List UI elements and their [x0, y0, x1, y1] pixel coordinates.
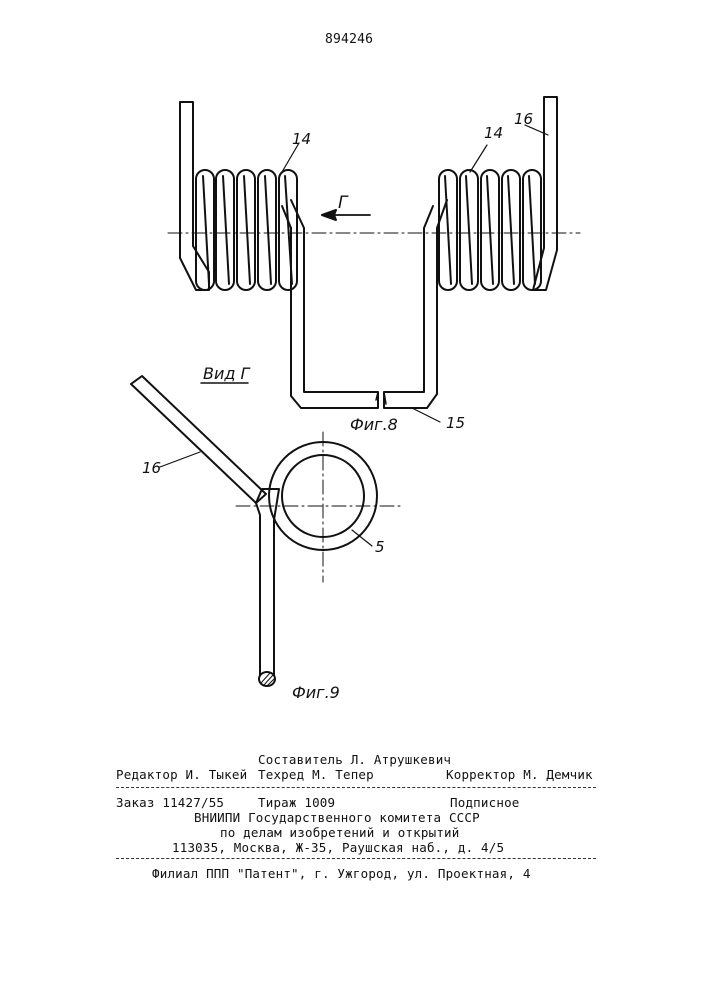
imprint-editor: Редактор И. Тыкей [116, 767, 247, 782]
imprint-branch: Филиал ППП "Патент", г. Ужгород, ул. Про… [152, 866, 531, 881]
imprint-org-line2: по делам изобретений и открытий [220, 825, 460, 840]
imprint-compiler: Составитель Л. Атрушкевич [258, 752, 451, 767]
fig8-callout-16: 16 [514, 110, 533, 128]
fig9-callout-5: 5 [375, 538, 385, 556]
divider-top [116, 787, 596, 788]
fig9-callout-16: 16 [142, 459, 161, 477]
imprint-subscription: Подписное [450, 795, 520, 810]
fig8-callout-14-right: 14 [484, 124, 503, 142]
fig8-view-arrow-label: Г [338, 193, 347, 213]
divider-bottom [116, 858, 596, 859]
fig8-right-coil [439, 170, 541, 290]
imprint-org-line1: ВНИИПИ Государственного комитета СССР [194, 810, 480, 825]
fig8-right-arm [533, 97, 557, 290]
fig8-left-coil [196, 170, 297, 290]
fig9-inclined-arm [131, 376, 266, 503]
fig8-label: Фиг.8 [350, 415, 398, 434]
fig9-label: Фиг.9 [292, 683, 340, 702]
fig8-callout-15: 15 [446, 414, 465, 432]
fig8-bridge-right [384, 200, 447, 408]
fig9-leg-cut-end [259, 672, 275, 686]
imprint-order: Заказ 11427/55 [116, 795, 224, 810]
imprint-corrector: Корректор М. Демчик [446, 767, 593, 782]
imprint-circulation: Тираж 1009 [258, 795, 335, 810]
fig9-vertical-leg [256, 489, 279, 678]
fig9-view-label: Вид Г [203, 364, 249, 383]
fig8-callout-14-left: 14 [292, 130, 311, 148]
imprint-techred: Техред М. Тепер [258, 767, 374, 782]
imprint-address: 113035, Москва, Ж-35, Раушская наб., д. … [172, 840, 504, 855]
